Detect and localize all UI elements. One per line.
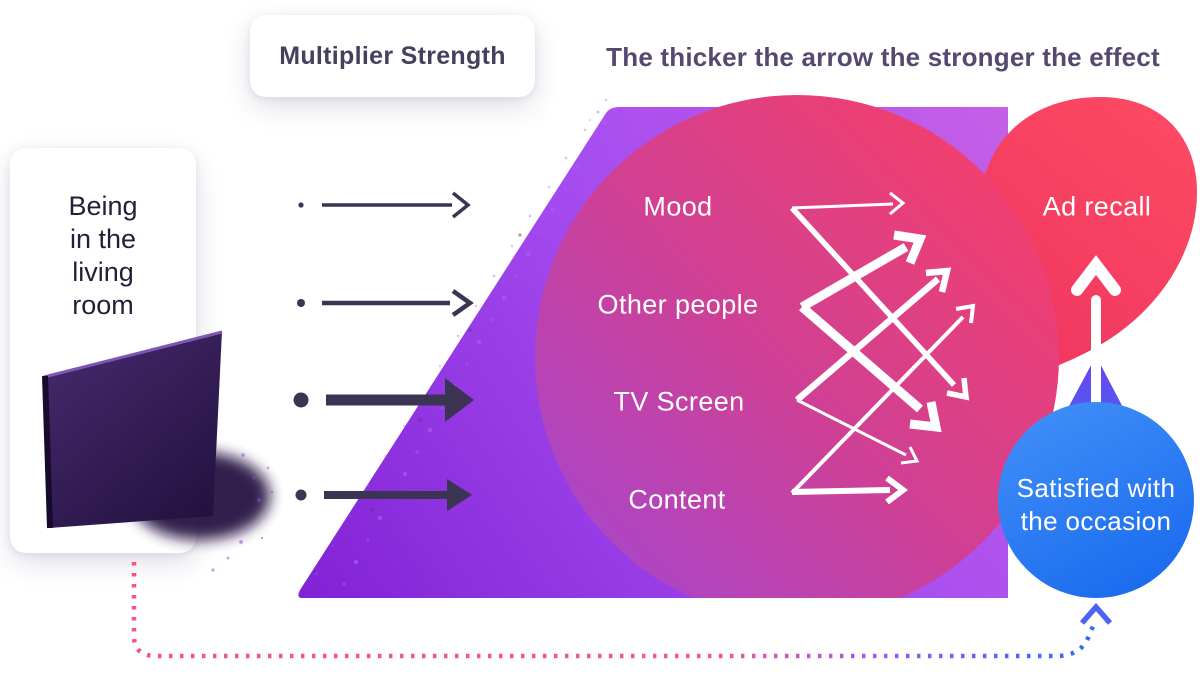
tv-shadow-spray [211,453,274,572]
factor-outcome-links [789,191,976,505]
tv-left-bezel [42,375,53,529]
input-arrow-mood [298,191,471,219]
factor-label-content: Content [628,484,726,515]
link-content-to-satisfied [791,475,908,505]
factors-circle-blob [535,95,1059,598]
link-content-to-ad-recall [790,303,976,495]
diagram-subtitle: The thicker the arrow the stronger the e… [606,42,1160,72]
link-tv-screen-to-satisfied [796,398,920,465]
input-arrow-content [295,479,472,511]
background-blobs [298,95,1198,598]
factor-label-mood: Mood [643,191,713,222]
tv-screen [44,331,222,528]
feedback-arrowhead [1079,602,1113,625]
tv-illustration [42,330,274,572]
legend-title-card: Multiplier Strength [250,15,535,97]
satisfied-circle-blob [998,402,1194,598]
factor-label-tv-screen: TV Screen [613,386,745,417]
feedback-dotted-path [131,562,1113,659]
link-mood-to-satisfied [789,206,970,401]
input-arrow-tv-screen [293,378,474,422]
link-tv-screen-to-ad-recall [794,267,952,403]
legend-title: Multiplier Strength [279,41,506,70]
tv-top-bezel [43,330,223,379]
source-card-label: Being in the living room [68,191,138,320]
link-mood-to-ad-recall [791,191,906,216]
legend-arrows [293,191,474,511]
input-arrow-other-people [297,289,474,317]
outcome-label-ad-recall: Ad recall [1042,191,1152,222]
factor-label-other-people: Other people [597,289,759,320]
outcome-label-satisfied: Satisfied with the occasion [1016,473,1176,536]
link-other-people-to-satisfied [799,303,942,433]
